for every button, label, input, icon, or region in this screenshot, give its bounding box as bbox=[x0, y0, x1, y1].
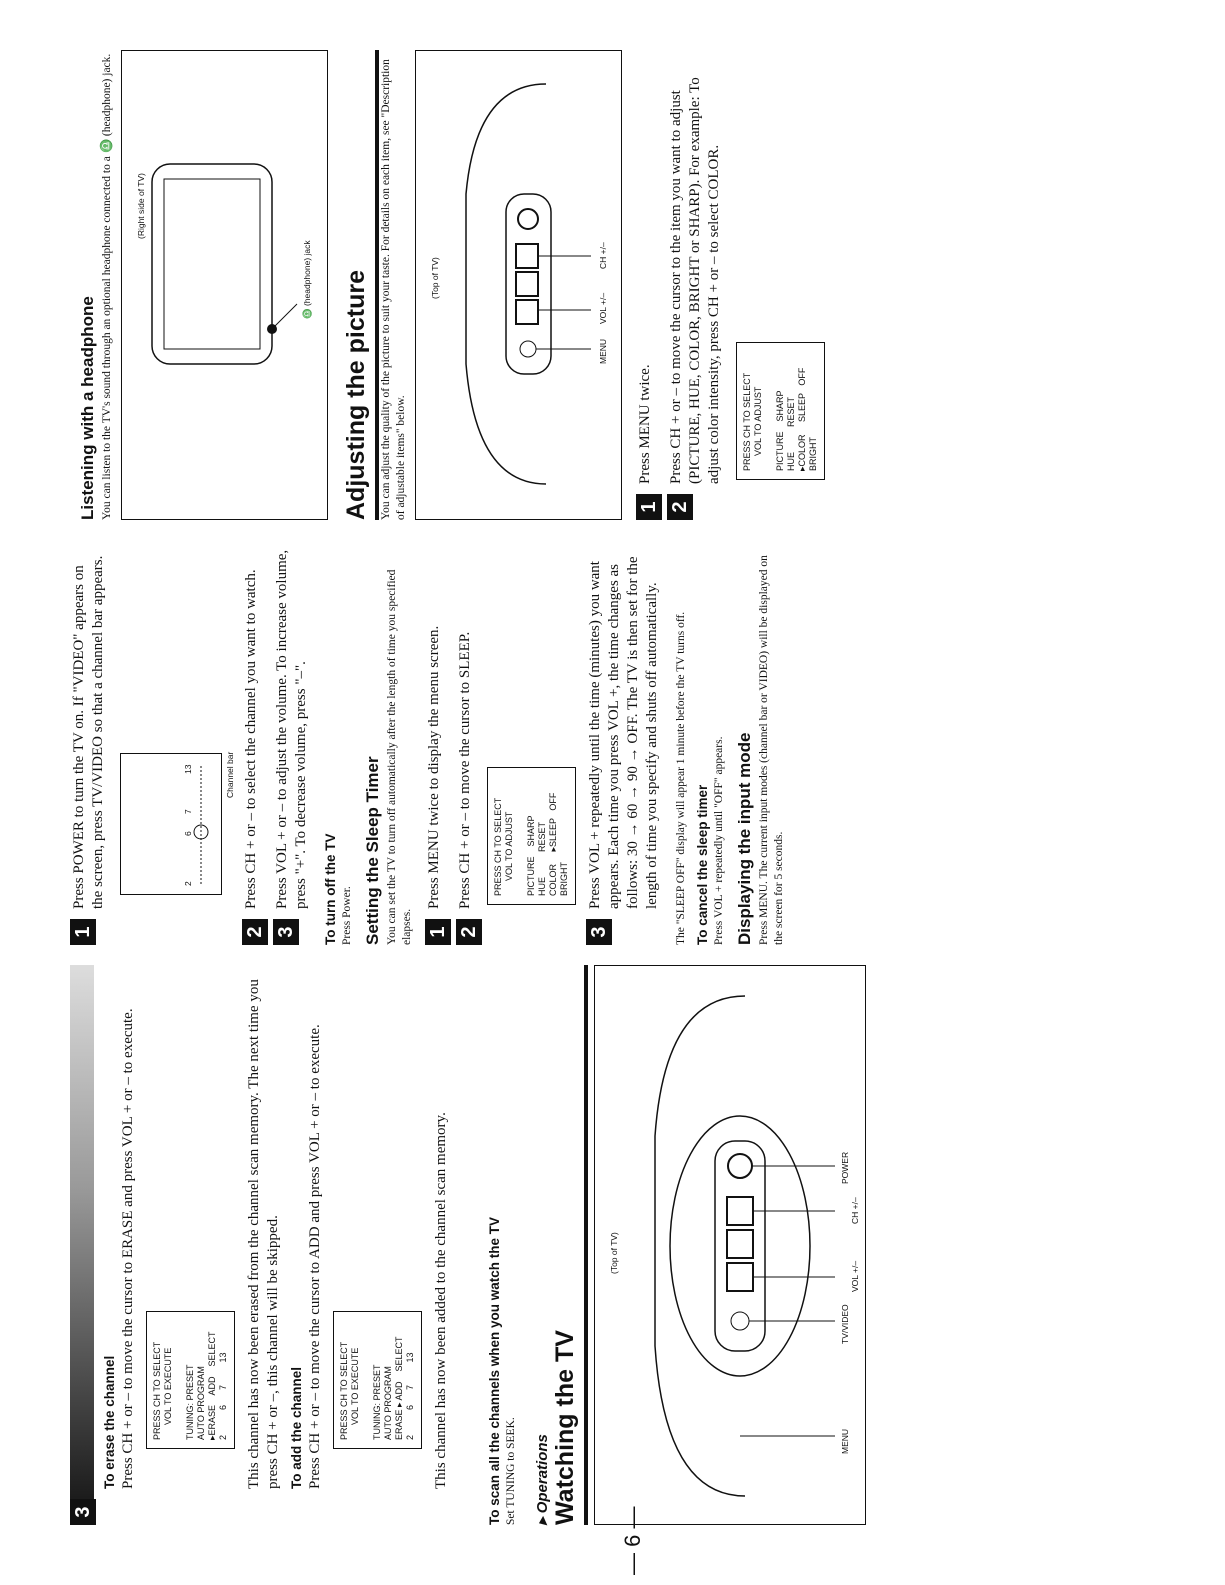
channel-bar-graphic bbox=[193, 764, 209, 884]
channel-bar-screen: 2 6 7 13 Channel bar bbox=[120, 752, 235, 895]
sleep-title: Setting the Sleep Timer bbox=[363, 756, 382, 945]
column-watching-sleep: 1 Press POWER to turn the TV on. If "VID… bbox=[70, 545, 787, 945]
tv-side-illustration bbox=[151, 163, 298, 365]
picture-menu-screen: PRESS CH TO SELECT VOL TO ADJUST PICTURE… bbox=[736, 342, 825, 480]
step-number: 2 bbox=[242, 919, 268, 945]
picture-step-1: 1 Press MENU twice. bbox=[636, 50, 662, 520]
watching-title: Watching the TV bbox=[551, 965, 588, 1525]
step-text: Press MENU twice. bbox=[637, 364, 653, 484]
add-text: Press CH + or – to move the cursor to AD… bbox=[307, 1024, 323, 1489]
step-number: 1 bbox=[636, 494, 662, 520]
label-menu: MENU bbox=[840, 1428, 850, 1454]
step-bar: 3 bbox=[70, 965, 96, 1525]
channel-number: 13 bbox=[183, 764, 193, 774]
picture-title: Adjusting the picture bbox=[342, 50, 379, 520]
cancel-text: Press VOL + repeatedly until "OFF" appea… bbox=[713, 736, 725, 945]
headphone-figure: (Right side of TV) ♎ (headphone) jack bbox=[121, 50, 328, 520]
step-number: 2 bbox=[456, 919, 482, 945]
watching-figure: (Top of TV) MENU TV/VID bbox=[594, 965, 866, 1525]
step-number: 3 bbox=[273, 919, 299, 945]
channel-number: 6 bbox=[183, 831, 193, 836]
sleep-menu-screen: PRESS CH TO SELECT VOL TO ADJUST PICTURE… bbox=[487, 767, 576, 905]
input-mode-title: Displaying the input mode bbox=[735, 732, 754, 945]
step-text: Press CH + or – to move the cursor to SL… bbox=[457, 631, 473, 909]
step-number: 3 bbox=[70, 1499, 96, 1525]
picture-intro: You can adjust the quality of the pictur… bbox=[380, 59, 407, 520]
label-menu: MENU bbox=[598, 338, 608, 364]
step-number: 1 bbox=[425, 919, 451, 945]
step-text: Press MENU twice to display the menu scr… bbox=[426, 625, 442, 909]
headphone-title: Listening with a headphone bbox=[78, 296, 97, 520]
step-number: 3 bbox=[586, 919, 612, 945]
step-number: 1 bbox=[70, 919, 96, 945]
sleep-intro: You can set the TV to turn off automatic… bbox=[386, 569, 413, 945]
erase-title: To erase the channel bbox=[102, 1355, 117, 1489]
label-power: POWER bbox=[840, 1151, 850, 1184]
add-after-text: This channel has now been added to the c… bbox=[433, 1112, 449, 1489]
scan-title: To scan all the channels when you watch … bbox=[487, 1216, 502, 1525]
picture-figure: (Top of TV) MENU VOL +/– CH +/– bbox=[415, 50, 622, 520]
label-tv-video: TV/VIDEO bbox=[840, 1304, 850, 1344]
step-text: Press POWER to turn the TV on. If "VIDEO… bbox=[71, 555, 106, 909]
sleep-step-3: 3 Press VOL + repeatedly until the time … bbox=[586, 545, 662, 945]
input-mode-text: Press MENU. The current input modes (cha… bbox=[758, 555, 785, 945]
step-text: Press VOL + or – to adjust the volume. T… bbox=[274, 549, 309, 909]
tv-top-illustration bbox=[465, 83, 591, 485]
cancel-title: To cancel the sleep timer bbox=[695, 784, 710, 945]
column-headphone-picture: Listening with a headphone You can liste… bbox=[70, 50, 835, 520]
add-menu-screen: PRESS CH TO SELECT VOL TO EXECUTE TUNING… bbox=[333, 1311, 422, 1449]
scan-text: Set TUNING to SEEK. bbox=[505, 1417, 517, 1525]
tv-top-illustration bbox=[654, 995, 835, 1497]
erase-after-text: This channel has now been erased from th… bbox=[246, 979, 281, 1489]
picture-step-2: 2 Press CH + or – to move the cursor to … bbox=[667, 50, 724, 520]
channel-number: 2 bbox=[183, 881, 193, 886]
sleep-step-2: 2 Press CH + or – to move the cursor to … bbox=[456, 545, 482, 945]
step-text: Press CH + or – to select the channel yo… bbox=[243, 569, 259, 909]
channel-bar-label: Channel bar bbox=[225, 751, 235, 798]
headphone-text: You can listen to the TV's sound through… bbox=[101, 53, 113, 520]
turn-off-text: Press Power. bbox=[341, 886, 353, 945]
turn-off-title: To turn off the TV bbox=[323, 833, 338, 945]
operations-label: ▸ Operations bbox=[534, 1434, 551, 1525]
watching-step-2: 2 Press CH + or – to select the channel … bbox=[242, 545, 268, 945]
erase-text: Press CH + or – to move the cursor to ER… bbox=[120, 1008, 136, 1489]
erase-menu-screen: PRESS CH TO SELECT VOL TO EXECUTE TUNING… bbox=[146, 1311, 235, 1449]
watching-step-1: 1 Press POWER to turn the TV on. If "VID… bbox=[70, 545, 108, 945]
label-vol: VOL +/– bbox=[598, 292, 608, 324]
step-text: Press VOL + repeatedly until the time (m… bbox=[587, 556, 660, 909]
channel-number: 7 bbox=[183, 809, 193, 814]
label-vol: VOL +/– bbox=[850, 1260, 860, 1292]
sleep-step-1: 1 Press MENU twice to display the menu s… bbox=[425, 545, 451, 945]
step-number: 2 bbox=[667, 494, 693, 520]
step-text: Press CH + or – to move the cursor to th… bbox=[668, 77, 722, 484]
jack-label: ♎ (headphone) jack bbox=[302, 240, 312, 319]
add-title: To add the channel bbox=[289, 1366, 304, 1489]
column-erase-add: 3 To erase the channel Press CH + or – t… bbox=[70, 965, 866, 1525]
sleep-note: The "SLEEP OFF" display will appear 1 mi… bbox=[675, 611, 687, 945]
label-ch: CH +/– bbox=[598, 242, 608, 269]
watching-step-3: 3 Press VOL + or – to adjust the volume.… bbox=[273, 545, 311, 945]
label-ch: CH +/– bbox=[850, 1197, 860, 1224]
